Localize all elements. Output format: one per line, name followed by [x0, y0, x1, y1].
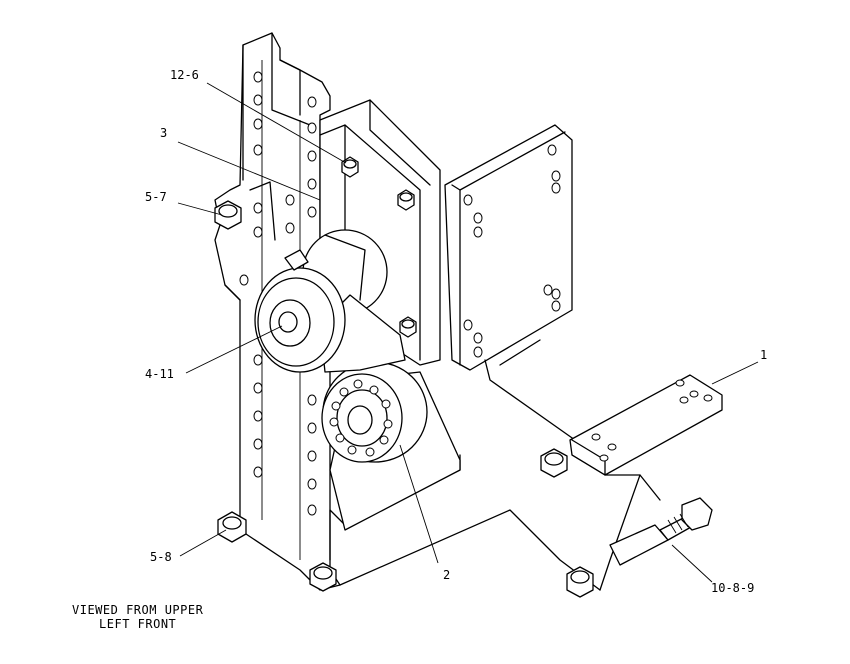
- callout-4-11: 4-11: [145, 367, 174, 381]
- bolt-block-upper: [397, 189, 415, 211]
- caption-line-1: VIEWED FROM UPPER: [72, 603, 204, 617]
- bolt-12-6: [341, 156, 359, 178]
- callout-12-6: 12-6: [170, 68, 199, 82]
- view-caption: VIEWED FROM UPPER LEFT FRONT: [72, 603, 203, 631]
- bolt-5-8: [217, 511, 247, 543]
- callout-2: 2: [443, 568, 450, 582]
- callout-5-8: 5-8: [150, 550, 172, 564]
- plate-holes: [239, 71, 317, 516]
- callout-3: 3: [160, 126, 167, 140]
- support-bracket: [569, 374, 723, 591]
- callout-10-8-9: 10-8-9: [711, 581, 754, 595]
- callout-5-7: 5-7: [145, 190, 167, 204]
- bolt-base-right: [566, 566, 594, 598]
- leader-lines: [177, 82, 759, 583]
- belt-tensioner: [254, 229, 406, 373]
- caption-line-2: LEFT FRONT: [99, 617, 177, 631]
- bolt-base-left: [309, 562, 337, 592]
- bolt-5-7: [214, 200, 242, 230]
- engine-face-plate: [444, 124, 573, 371]
- adjusting-bolt: [609, 497, 713, 566]
- bolt-block-lower: [399, 316, 417, 338]
- idler-pulley: [321, 361, 461, 531]
- bolt-bracket-left: [540, 448, 568, 478]
- callout-1: 1: [760, 348, 767, 362]
